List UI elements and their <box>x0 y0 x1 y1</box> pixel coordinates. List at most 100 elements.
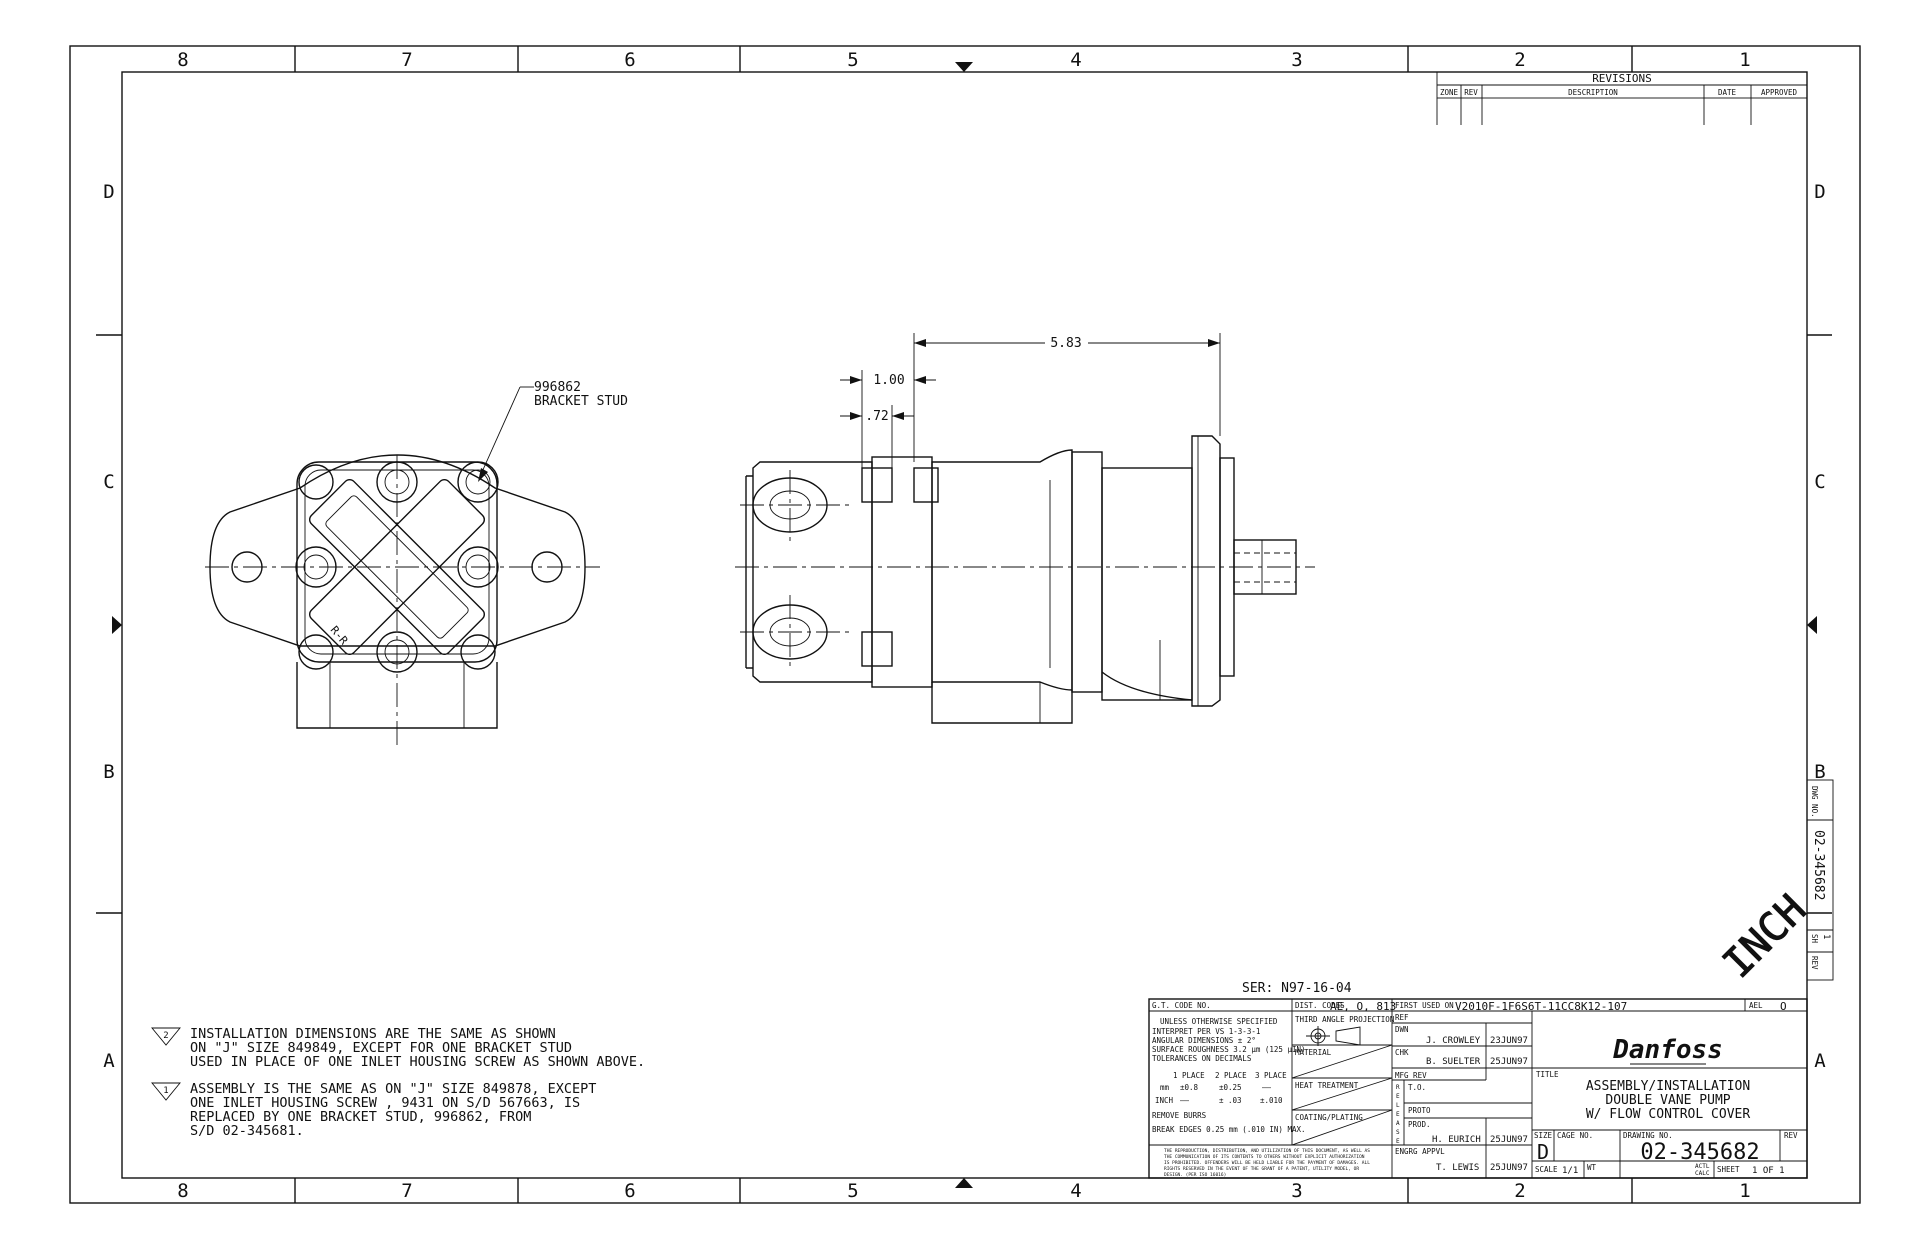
revisions-title: REVISIONS <box>1592 72 1652 85</box>
svg-text:CAGE NO.: CAGE NO. <box>1557 1131 1593 1140</box>
zone-col-top: 6 <box>624 49 635 71</box>
svg-text:MATERIAL: MATERIAL <box>1295 1048 1332 1057</box>
zone-labels: 8 7 6 5 4 3 2 1 8 7 6 5 4 3 2 1 D C B A … <box>103 49 1826 1202</box>
zone-col-bottom: 3 <box>1291 1180 1302 1202</box>
title-line-2: DOUBLE VANE PUMP <box>1605 1093 1730 1108</box>
svg-text:CHK: CHK <box>1395 1048 1409 1057</box>
rev-header-date: DATE <box>1718 88 1737 97</box>
rev-header-zone: ZONE <box>1440 88 1459 97</box>
center-mark-left <box>112 616 122 634</box>
svg-text:DIST. CODES: DIST. CODES <box>1295 1001 1345 1010</box>
svg-text:A: A <box>1396 1120 1400 1127</box>
zone-col-top: 1 <box>1739 49 1750 71</box>
svg-text:E: E <box>1396 1093 1400 1100</box>
svg-text:HEAT TREATMENT: HEAT TREATMENT <box>1295 1081 1359 1090</box>
title-line-1: ASSEMBLY/INSTALLATION <box>1586 1079 1750 1094</box>
svg-text:DRAWING NO.: DRAWING NO. <box>1623 1131 1673 1140</box>
prod-date: 25JUN97 <box>1490 1135 1528 1145</box>
drawn-by: J. CROWLEY <box>1426 1036 1481 1046</box>
dim-pilot: .72 <box>865 409 888 424</box>
note-2-line-1: INSTALLATION DIMENSIONS ARE THE SAME AS … <box>190 1026 556 1042</box>
svg-text:SIZE: SIZE <box>1534 1131 1553 1140</box>
svg-text:CALC: CALC <box>1695 1170 1710 1177</box>
svg-text:INCH: INCH <box>1155 1096 1174 1105</box>
svg-text:DWN: DWN <box>1395 1025 1409 1034</box>
zone-col-top: 4 <box>1070 49 1081 71</box>
rev-header-description: DESCRIPTION <box>1568 88 1618 97</box>
svg-text:ENGRG APPVL: ENGRG APPVL <box>1395 1147 1445 1156</box>
note-1-line-2: ONE INLET HOUSING SCREW , 9431 ON S/D 56… <box>190 1095 580 1111</box>
zone-col-bottom: 8 <box>177 1180 188 1202</box>
zone-col-top: 8 <box>177 49 188 71</box>
svg-text:02-345682: 02-345682 <box>1811 830 1826 900</box>
dimension-lines: 5.83 1.00 .72 <box>840 333 1221 468</box>
svg-text:3 PLACE: 3 PLACE <box>1255 1071 1287 1080</box>
zone-row-left: D <box>103 181 114 203</box>
rev-header-rev: REV <box>1464 88 1478 97</box>
svg-text:S: S <box>1396 1129 1400 1136</box>
title-block: G.T. CODE NO. DIST. CODES AE, O, 813 UNL… <box>1148 998 1808 1179</box>
svg-text:1 PLACE: 1 PLACE <box>1173 1071 1205 1080</box>
svg-text:±0.8: ±0.8 <box>1180 1083 1199 1092</box>
svg-text:INTERPRET PER VS 1-3-3-1: INTERPRET PER VS 1-3-3-1 <box>1152 1027 1260 1036</box>
center-mark-right <box>1807 616 1817 634</box>
note-2-line-2: ON "J" SIZE 849849, EXCEPT FOR ONE BRACK… <box>190 1040 572 1056</box>
svg-text:——: —— <box>1262 1083 1272 1092</box>
note-1-line-3: REPLACED BY ONE BRACKET STUD, 996862, FR… <box>190 1109 531 1125</box>
callout-part-name: BRACKET STUD <box>534 394 628 409</box>
svg-text:1: 1 <box>1821 934 1831 939</box>
svg-text:REV: REV <box>1784 1131 1798 1140</box>
side-dwg-stamp: DWG NO. 02-345682 SH 1 REV <box>1806 779 1834 981</box>
zone-row-left: A <box>103 1050 115 1072</box>
svg-text:DESIGN. (PER ISO 16016): DESIGN. (PER ISO 16016) <box>1164 1172 1226 1178</box>
svg-text:PROTO: PROTO <box>1408 1106 1431 1115</box>
zone-col-bottom: 2 <box>1514 1180 1525 1202</box>
svg-text:±0.25: ±0.25 <box>1219 1083 1242 1092</box>
svg-text:WT: WT <box>1587 1163 1597 1172</box>
svg-text:REV: REV <box>1810 956 1819 970</box>
svg-text:RIGHTS RESERVED IN THE EVENT O: RIGHTS RESERVED IN THE EVENT OF THE GRAN… <box>1164 1166 1359 1172</box>
note-1-line-1: ASSEMBLY IS THE SAME AS ON "J" SIZE 8498… <box>190 1081 596 1097</box>
svg-text:G.T. CODE NO.: G.T. CODE NO. <box>1152 1001 1211 1010</box>
checked-by: B. SUELTER <box>1426 1057 1481 1067</box>
svg-text:ANGULAR DIMENSIONS ± 2°: ANGULAR DIMENSIONS ± 2° <box>1152 1036 1256 1045</box>
svg-text:R: R <box>1396 1084 1400 1091</box>
svg-text:COATING/PLATING: COATING/PLATING <box>1295 1113 1363 1122</box>
mount-hole-right <box>531 551 563 583</box>
third-angle-projection-icon <box>1306 1026 1361 1046</box>
svg-text:DWG NO.: DWG NO. <box>1810 786 1819 818</box>
sheet-size: D <box>1537 1140 1549 1164</box>
serial-number: SER: N97-16-04 <box>1242 981 1352 996</box>
sheet-border <box>69 45 1861 1204</box>
center-mark-bottom <box>955 1178 973 1188</box>
zone-row-right: D <box>1814 181 1825 203</box>
zone-row-right: A <box>1814 1050 1826 1072</box>
svg-text:REF: REF <box>1395 1013 1409 1022</box>
zone-row-left: B <box>103 761 114 783</box>
dim-flange: 1.00 <box>873 373 904 388</box>
svg-text:2: 2 <box>163 1031 168 1041</box>
zone-row-right: B <box>1814 761 1825 783</box>
pump-end-view: R-R <box>205 454 600 745</box>
zone-row-left: C <box>103 471 114 493</box>
svg-text:2 PLACE: 2 PLACE <box>1215 1071 1247 1080</box>
svg-text:AEL: AEL <box>1749 1001 1763 1010</box>
rev-header-approved: APPROVED <box>1761 88 1798 97</box>
first-used-on: V2010F-1F6S6T-11CC8K12-107 <box>1455 1000 1627 1013</box>
svg-text:E: E <box>1396 1138 1400 1145</box>
svg-text:± .03: ± .03 <box>1219 1096 1242 1105</box>
svg-text:SURFACE ROUGHNESS 3.2 μm (125: SURFACE ROUGHNESS 3.2 μm (125 μIN) <box>1152 1045 1306 1054</box>
svg-text:BREAK EDGES 0.25 mm (.010 IN): BREAK EDGES 0.25 mm (.010 IN) MAX. <box>1152 1125 1306 1134</box>
svg-text:O: O <box>1780 1000 1787 1013</box>
mount-hole-left <box>231 551 263 583</box>
svg-text:SCALE: SCALE <box>1535 1165 1558 1174</box>
svg-text:UNLESS OTHERWISE SPECIFIED: UNLESS OTHERWISE SPECIFIED <box>1160 1017 1278 1026</box>
scale: 1/1 <box>1562 1166 1578 1176</box>
svg-text:——: —— <box>1180 1096 1190 1105</box>
drawing-notes: SER: N97-16-04 2 INSTALLATION DIMENSIONS… <box>151 981 1352 1139</box>
svg-text:FIRST USED ON: FIRST USED ON <box>1395 1001 1454 1010</box>
svg-text:THIRD ANGLE PROJECTION: THIRD ANGLE PROJECTION <box>1295 1015 1394 1024</box>
drawn-date: 23JUN97 <box>1490 1036 1528 1046</box>
svg-text:IS PROHIBITED. OFFENDERS WILL: IS PROHIBITED. OFFENDERS WILL BE HELD LI… <box>1164 1160 1370 1166</box>
